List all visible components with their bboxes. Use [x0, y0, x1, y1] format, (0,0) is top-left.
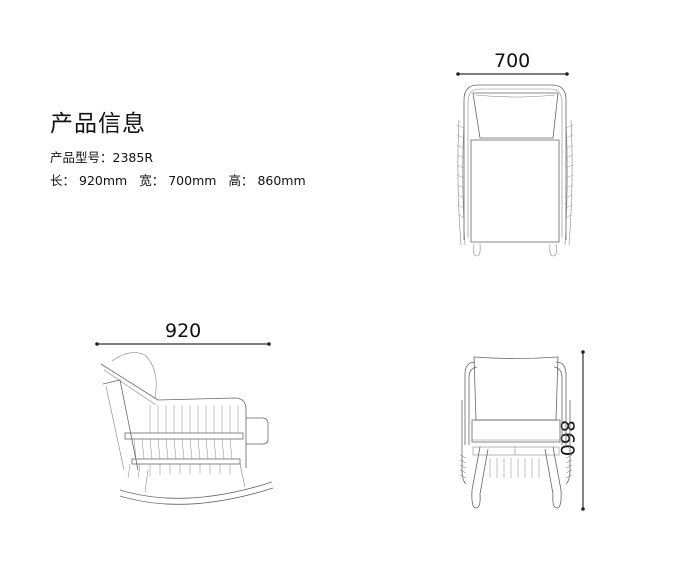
- length-spec: 长：920mm: [50, 173, 128, 188]
- model-label: 产品型号：: [50, 150, 113, 165]
- model-line: 产品型号：2385R: [50, 147, 153, 166]
- width-value: 700mm: [168, 173, 217, 188]
- top-view-drawing: [456, 72, 574, 257]
- side-view-dimension-label: 920: [165, 320, 202, 342]
- top-view-dimension-label: 700: [494, 50, 531, 72]
- length-value: 920mm: [79, 173, 128, 188]
- side-view-drawing: [95, 342, 274, 505]
- height-value: 860mm: [257, 173, 306, 188]
- front-view-drawing: [459, 350, 585, 511]
- model-value: 2385R: [112, 150, 154, 165]
- height-spec: 高：860mm: [228, 173, 306, 188]
- width-spec: 宽：700mm: [139, 173, 217, 188]
- page-title: 产品信息: [50, 111, 146, 137]
- dimensions-line: 长：920mm 宽：700mm 高：860mm: [50, 170, 314, 189]
